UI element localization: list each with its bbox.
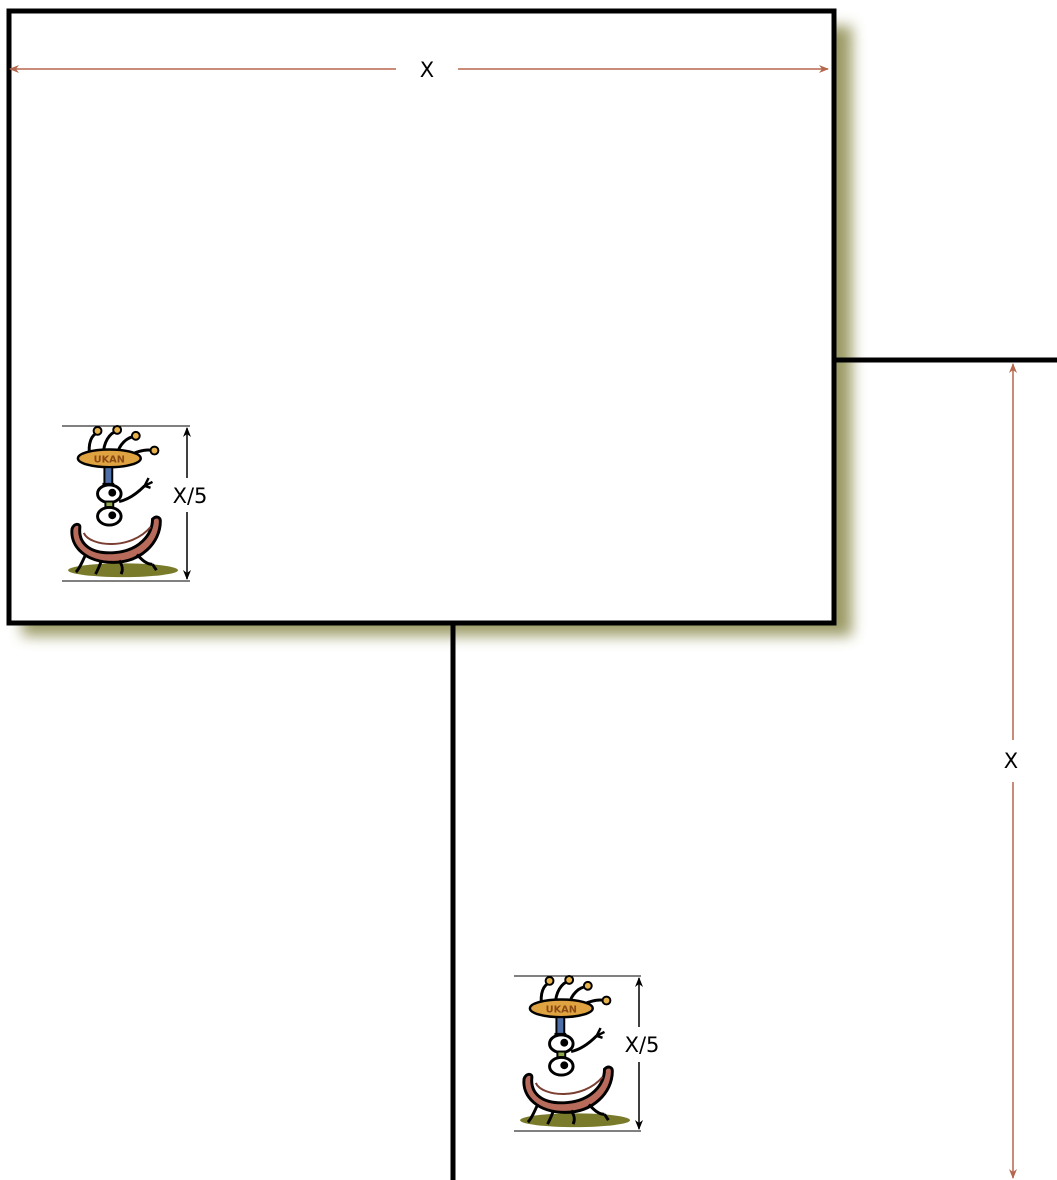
top-width-label: X [420,58,434,82]
mascot-2-size-label: X/5 [625,1033,660,1057]
ant-mascot-icon [520,976,630,1127]
right-height-label: X [1004,749,1018,773]
screen-frame [9,11,834,623]
mascot-1-size-label: X/5 [173,484,208,508]
